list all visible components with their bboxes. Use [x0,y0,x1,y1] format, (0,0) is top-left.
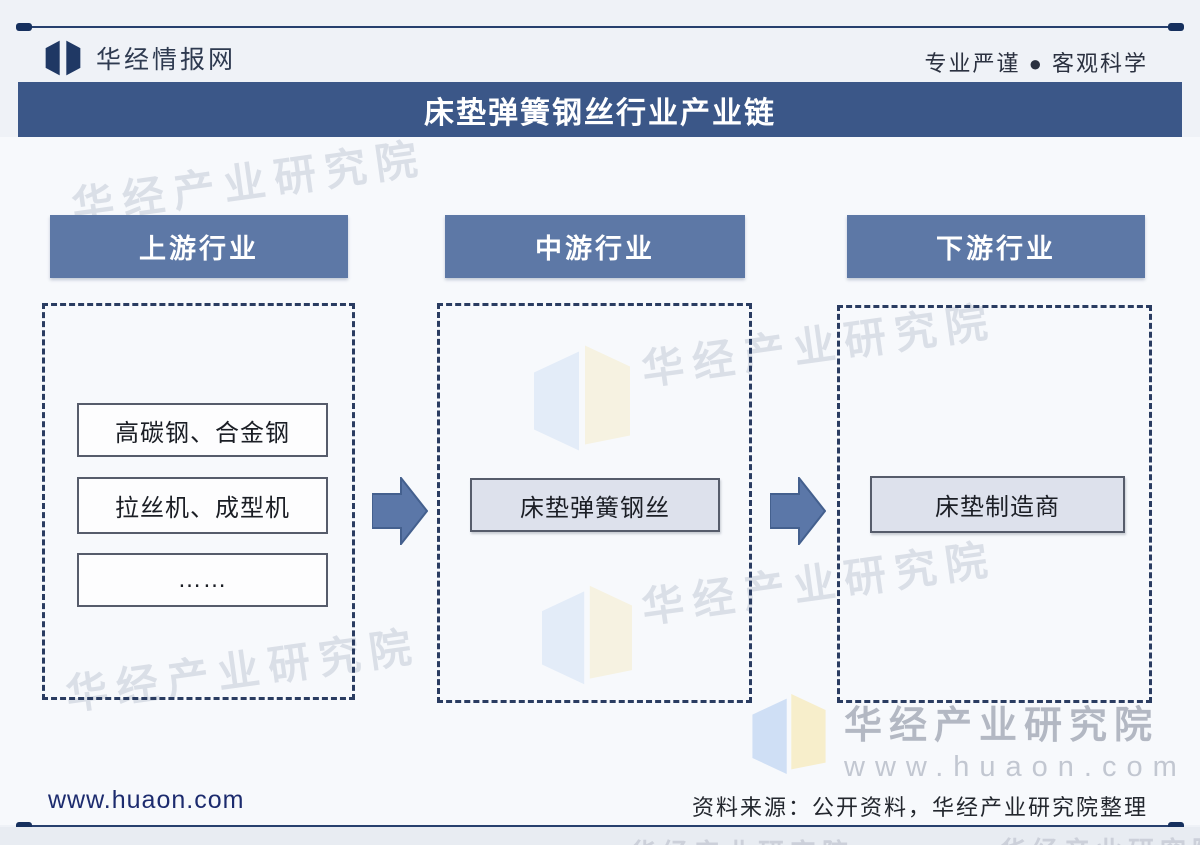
top-divider-right-cap [1168,23,1184,31]
industry-chain-diagram: 华经产业研究院 华经产业研究院 华经产业研究院 华经产业研究院 上游行业 中游行… [0,134,1200,825]
brand-header: 华经情报网 [44,36,236,80]
title-bar: 床垫弹簧钢丝行业产业链 [18,82,1182,137]
huajing-logo-icon [44,37,82,79]
bottom-divider-left-cap [16,822,32,830]
column-header-label: 下游行业 [936,234,1056,264]
arrow-right-icon [769,475,827,547]
upstream-item: 拉丝机、成型机 [77,477,328,534]
brand-slogan: 专业严谨 ● 客观科学 [924,51,1148,76]
column-header-midstream: 中游行业 [445,215,745,278]
column-header-upstream: 上游行业 [50,215,348,278]
watermark-text-clipped: 华经产业研究院 [1000,831,1200,845]
midstream-container [437,303,752,703]
column-header-label: 中游行业 [535,234,655,264]
upstream-item: 高碳钢、合金钢 [77,403,328,457]
footer-website: www.huaon.com [48,786,245,814]
upstream-container [42,303,355,700]
page-title: 床垫弹簧钢丝行业产业链 [424,96,776,130]
column-header-downstream: 下游行业 [847,215,1145,278]
upstream-item-ellipsis: …… [77,553,328,607]
footer-strip: 华经产业研究院 华经产业研究院 [0,827,1200,845]
arrow-right-icon [371,475,429,547]
top-divider [16,23,1184,31]
bottom-divider-right-cap [1168,822,1184,830]
column-header-label: 上游行业 [139,234,259,264]
downstream-container [837,305,1152,703]
midstream-item: 床垫弹簧钢丝 [470,478,720,532]
brand-name: 华经情报网 [96,46,237,74]
footer-source-note: 资料来源：公开资料，华经产业研究院整理 [691,795,1148,820]
top-divider-left-cap [16,23,32,31]
watermark-text-clipped: 华经产业研究院 [630,833,854,845]
bottom-divider [16,822,1184,830]
downstream-item: 床垫制造商 [870,476,1125,533]
